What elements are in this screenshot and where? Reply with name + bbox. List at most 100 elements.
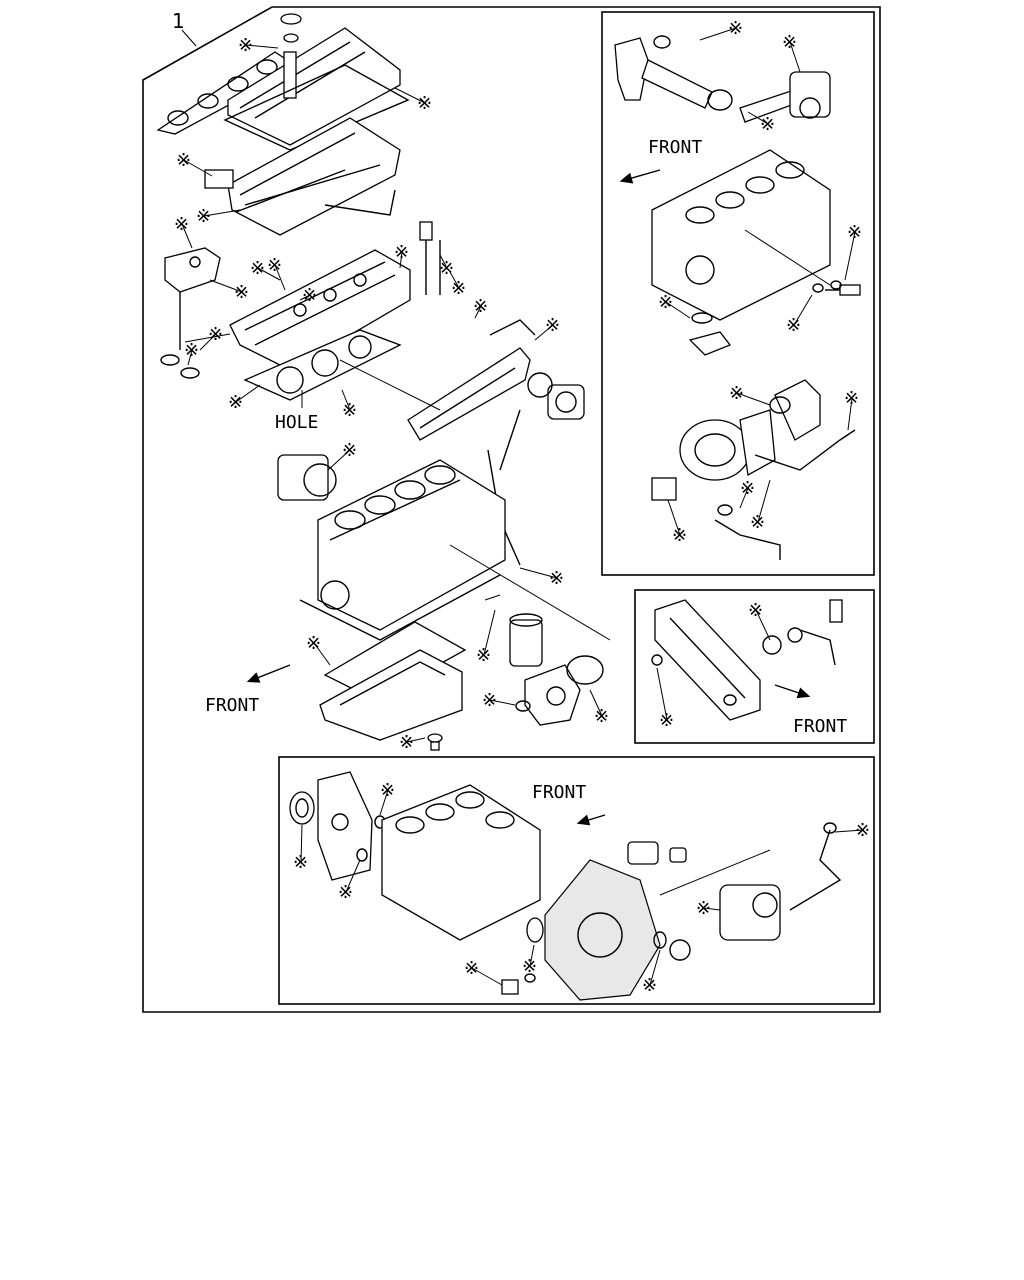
- gasket-mark: ※: [228, 392, 243, 413]
- gasket-mark: ※: [672, 525, 687, 546]
- o-ring: [515, 700, 531, 712]
- gasket-mark: ※: [642, 975, 657, 996]
- gasket-mark-leader: [834, 829, 864, 833]
- gasket-mark: ※: [658, 292, 673, 313]
- vacuum-pump: [719, 884, 781, 941]
- inset-flywheel-housing-frame: [278, 756, 875, 1005]
- gasket-mark: ※: [380, 780, 395, 801]
- cylinder-head: [229, 249, 411, 371]
- gasket-mark-leader: [793, 294, 813, 326]
- turbo-flange-gasket: [651, 477, 677, 501]
- inset-cylinder-block: [651, 149, 831, 321]
- gasket-mark-leader: [755, 609, 771, 641]
- gasket-mark-leader: [399, 251, 403, 269]
- gasket-mark: ※: [545, 315, 560, 336]
- o-ring: [180, 367, 200, 379]
- o-ring: [723, 694, 737, 706]
- gasket-mark-leader: [699, 27, 737, 41]
- o-ring: [356, 848, 368, 862]
- o-ring: [823, 822, 837, 834]
- gasket-mark-leader: [847, 397, 853, 431]
- gasket-mark: ※: [549, 568, 564, 589]
- gasket-mark: ※: [729, 383, 744, 404]
- throttle-gasket: [527, 372, 553, 398]
- gasket-mark-leader: [519, 567, 558, 579]
- gasket-mark-leader: [181, 223, 193, 249]
- thermostat-housing: [164, 247, 221, 350]
- gasket-mark-leader: [245, 44, 279, 49]
- callout-number: 1: [172, 9, 185, 33]
- gasket-mark-leader: [649, 949, 661, 986]
- inset-oil-cooler-frame: [634, 589, 875, 744]
- gasket-mark: ※: [750, 512, 765, 533]
- gasket-mark: ※: [293, 852, 308, 873]
- gasket-mark-leader: [656, 667, 668, 721]
- gasket-mark: ※: [760, 114, 775, 135]
- o-ring: [160, 354, 180, 366]
- intake-plenum: [227, 117, 401, 236]
- intake-gasket-line: [235, 169, 346, 213]
- drain-plug: [427, 733, 443, 751]
- o-ring: [717, 504, 733, 516]
- gasket-mark-leader: [209, 279, 243, 293]
- gasket-mark: ※: [342, 400, 357, 421]
- gasket-mark-leader: [534, 324, 554, 341]
- bracket-gasket: [566, 655, 604, 685]
- front-crankshaft-seal: [289, 791, 315, 825]
- gasket-mark-leader: [471, 967, 503, 986]
- gasket-mark: ※: [234, 282, 249, 303]
- gasket-mark-leader: [187, 349, 193, 366]
- gasket-mark-leader: [489, 699, 516, 706]
- gasket-mark-leader: [665, 301, 691, 319]
- egr-pipe: [489, 319, 536, 336]
- gasket-mark: ※: [399, 732, 414, 753]
- front-label-inset-2: FRONT: [793, 716, 847, 737]
- ref-line: [659, 849, 771, 896]
- egr-cooler-pipe: [614, 35, 806, 123]
- exhaust-outlet: [769, 379, 821, 441]
- rear-crankshaft-seal: [526, 917, 544, 943]
- gasket-mark-leader: [183, 159, 213, 177]
- gasket-mark: ※: [473, 296, 488, 317]
- gasket-mark: ※: [451, 278, 466, 299]
- gasket-mark: ※: [844, 388, 859, 409]
- hole-label: HOLE: [275, 412, 318, 433]
- gasket-mark: ※: [482, 690, 497, 711]
- o-ring: [651, 654, 663, 666]
- inset-egr-turbo-frame: [601, 11, 875, 576]
- turbocharger: [679, 409, 776, 481]
- oil-cooler-pipe: [799, 629, 836, 666]
- oil-gauge-rod: [499, 409, 521, 471]
- gasket-mark-leader: [483, 609, 496, 656]
- front-arrow: [619, 169, 661, 184]
- gasket-mark-leader: [667, 499, 681, 536]
- gasket-mark-leader: [474, 305, 482, 319]
- gasket-mark: ※: [306, 633, 321, 654]
- gasket-mark-leader: [327, 449, 351, 471]
- flywheel-housing: [544, 859, 661, 1001]
- gasket-mark: ※: [476, 645, 491, 666]
- injector: [419, 221, 441, 295]
- gasket-mark-leader: [300, 824, 303, 863]
- gasket-mark-leader: [406, 737, 426, 743]
- oil-pan: [319, 649, 463, 741]
- intake-manifold: [407, 347, 531, 441]
- gasket-mark-leader: [703, 907, 721, 911]
- sensor-unit: [204, 169, 234, 189]
- front-arrow: [576, 814, 606, 826]
- gasket-mark: ※: [659, 710, 674, 731]
- gasket-mark-leader: [394, 87, 426, 104]
- gasket-mark: ※: [786, 315, 801, 336]
- throttle-valve: [547, 384, 585, 420]
- gasket-mark: ※: [464, 958, 479, 979]
- front-cover-gasket: [299, 574, 501, 641]
- gasket-mark-leader: [739, 487, 749, 509]
- gasket-mark: ※: [847, 222, 862, 243]
- bolt-washer: [812, 283, 824, 293]
- front-label-inset-3: FRONT: [532, 782, 586, 803]
- housing-bolt: [501, 973, 536, 995]
- gasket-mark: ※: [208, 324, 223, 345]
- cylinder-head-gasket: [243, 329, 402, 401]
- ref-line: [484, 594, 501, 601]
